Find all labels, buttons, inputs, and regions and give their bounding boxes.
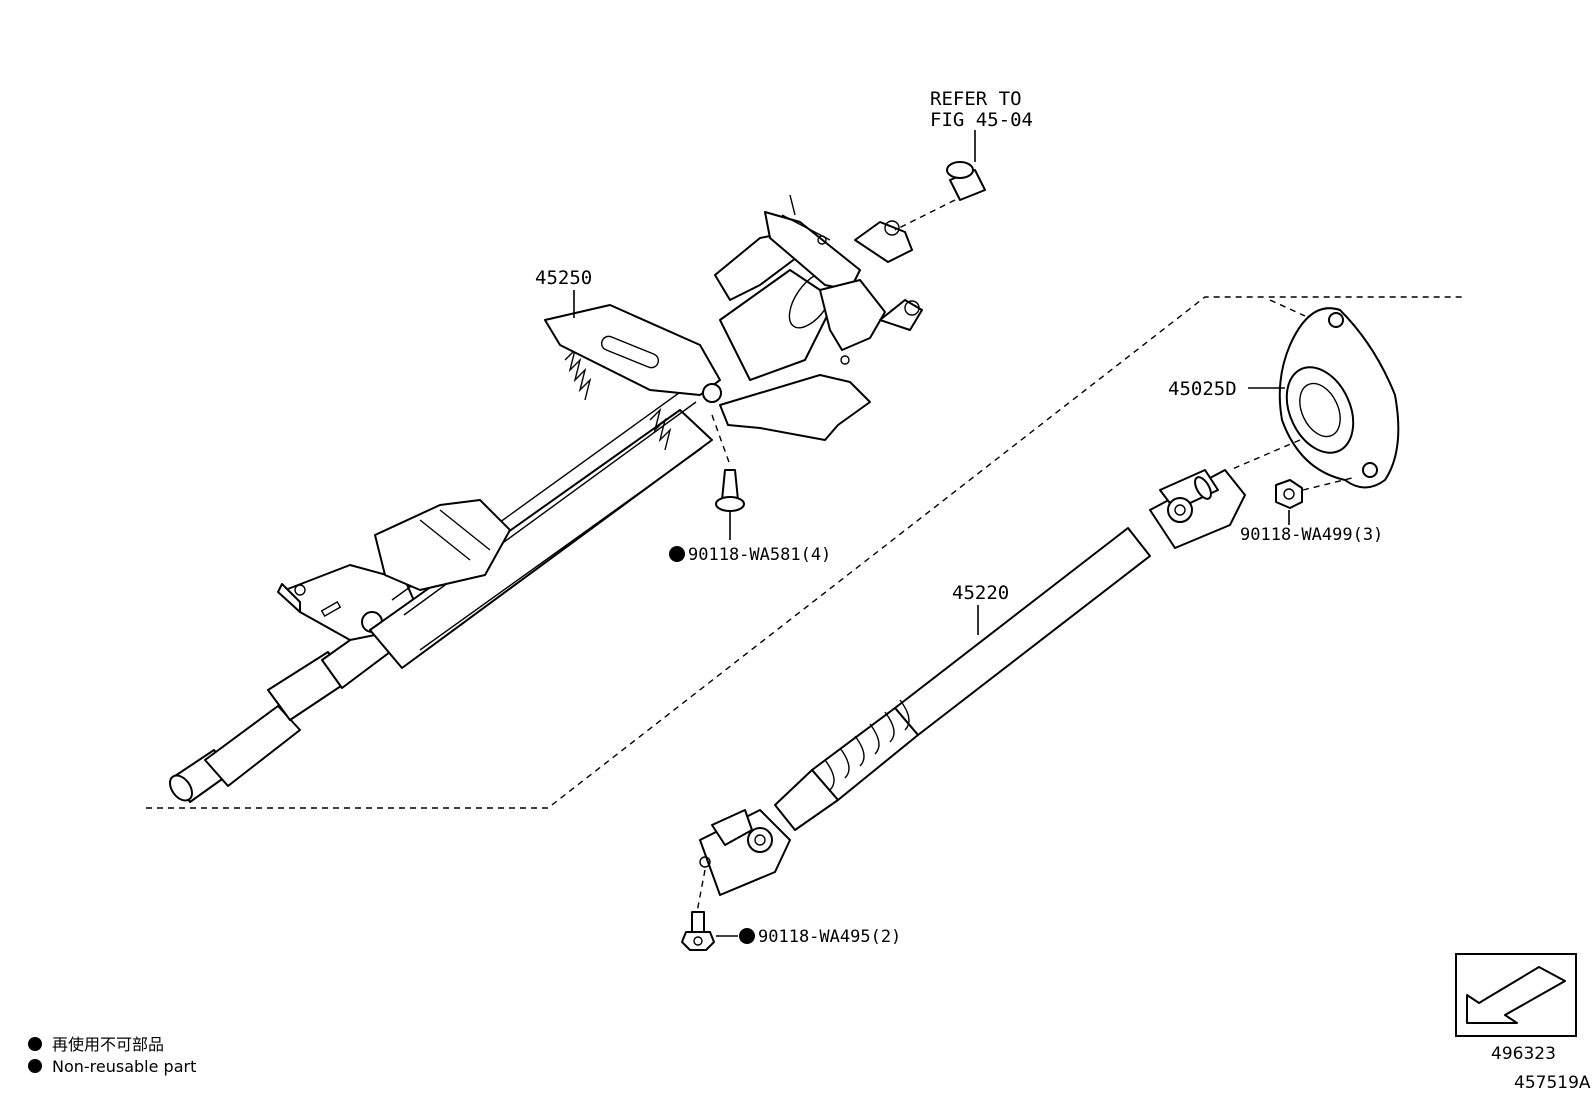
legend-en-text: Non-reusable part: [52, 1057, 197, 1076]
callout-90118-wa495: 90118-WA495(2): [758, 927, 901, 947]
legend-en: Non-reusable part: [28, 1057, 196, 1076]
bullet-icon: [28, 1037, 42, 1051]
non-reusable-dot: [739, 928, 755, 944]
figure-code: 457519A: [1514, 1073, 1591, 1093]
legend-jp-text: 再使用不可部品: [52, 1035, 165, 1054]
orientation-view-box: [1455, 953, 1577, 1037]
bolt-90118-wa495: [681, 869, 715, 951]
bullet-icon: [28, 1059, 42, 1073]
refer-label-line1: REFER TO: [930, 88, 1022, 110]
bolt-90118-wa581: [711, 414, 745, 512]
callout-90118-wa581: 90118-WA581(4): [688, 545, 831, 565]
direction-arrow-icon: [1466, 966, 1566, 1024]
group-boundary: [146, 296, 1465, 809]
intermediate-shaft: [699, 469, 1246, 896]
refer-label-line2: FIG 45-04: [930, 109, 1033, 131]
bolt-refer-fig: [894, 161, 986, 231]
callout-45025d: 45025D: [1168, 378, 1237, 400]
column-hole-cover: [1229, 299, 1400, 489]
non-reusable-dot: [669, 546, 685, 562]
view-code: 496323: [1491, 1044, 1556, 1064]
steering-column-assembly: [169, 194, 923, 803]
legend-jp: 再使用不可部品: [28, 1031, 164, 1055]
callout-45250: 45250: [535, 267, 592, 289]
callout-45220: 45220: [952, 582, 1009, 604]
nut-90118-wa499: [1275, 477, 1353, 509]
callout-90118-wa499: 90118-WA499(3): [1240, 525, 1383, 545]
